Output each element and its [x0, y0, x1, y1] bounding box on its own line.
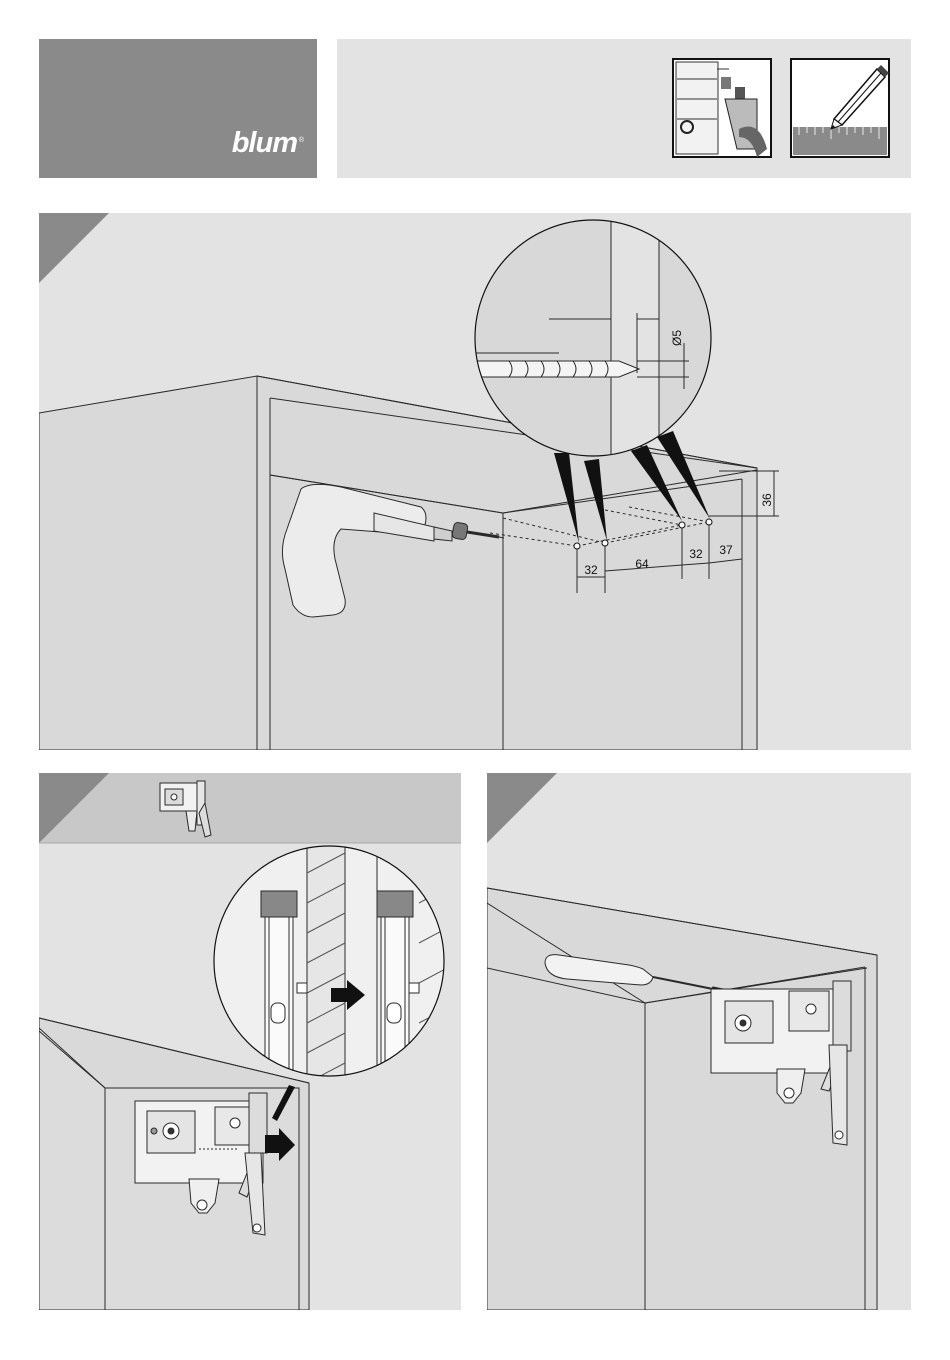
dim-spacing-1: 32 — [584, 563, 598, 577]
drawer-mechanism-thumbnail-icon — [673, 59, 771, 157]
step-marker-triangle — [39, 213, 109, 283]
cabinet-illustration — [487, 888, 877, 1310]
dim-spacing-2: 64 — [635, 557, 649, 571]
step3-screw-panel — [487, 773, 911, 1310]
registered-mark: ® — [299, 137, 304, 144]
dim-drill-diameter: Ø5 — [670, 330, 684, 346]
header-panel — [337, 39, 911, 178]
step-marker-triangle — [487, 773, 557, 843]
dim-spacing-3: 32 — [689, 547, 703, 561]
cabinet-illustration — [39, 376, 779, 750]
pencil-ruler-icon — [791, 59, 889, 157]
brand-logo: blum — [232, 129, 297, 158]
brand-logo-panel: blum ® — [39, 39, 317, 178]
dim-height-from-top: 36 — [760, 493, 774, 507]
dim-edge-distance: 37 — [719, 543, 733, 557]
step2-mount-panel — [39, 773, 461, 1310]
magnified-detail-circle — [214, 833, 449, 1093]
step1-drilling-panel: 32 64 32 37 36 Ø5 — [39, 213, 911, 750]
